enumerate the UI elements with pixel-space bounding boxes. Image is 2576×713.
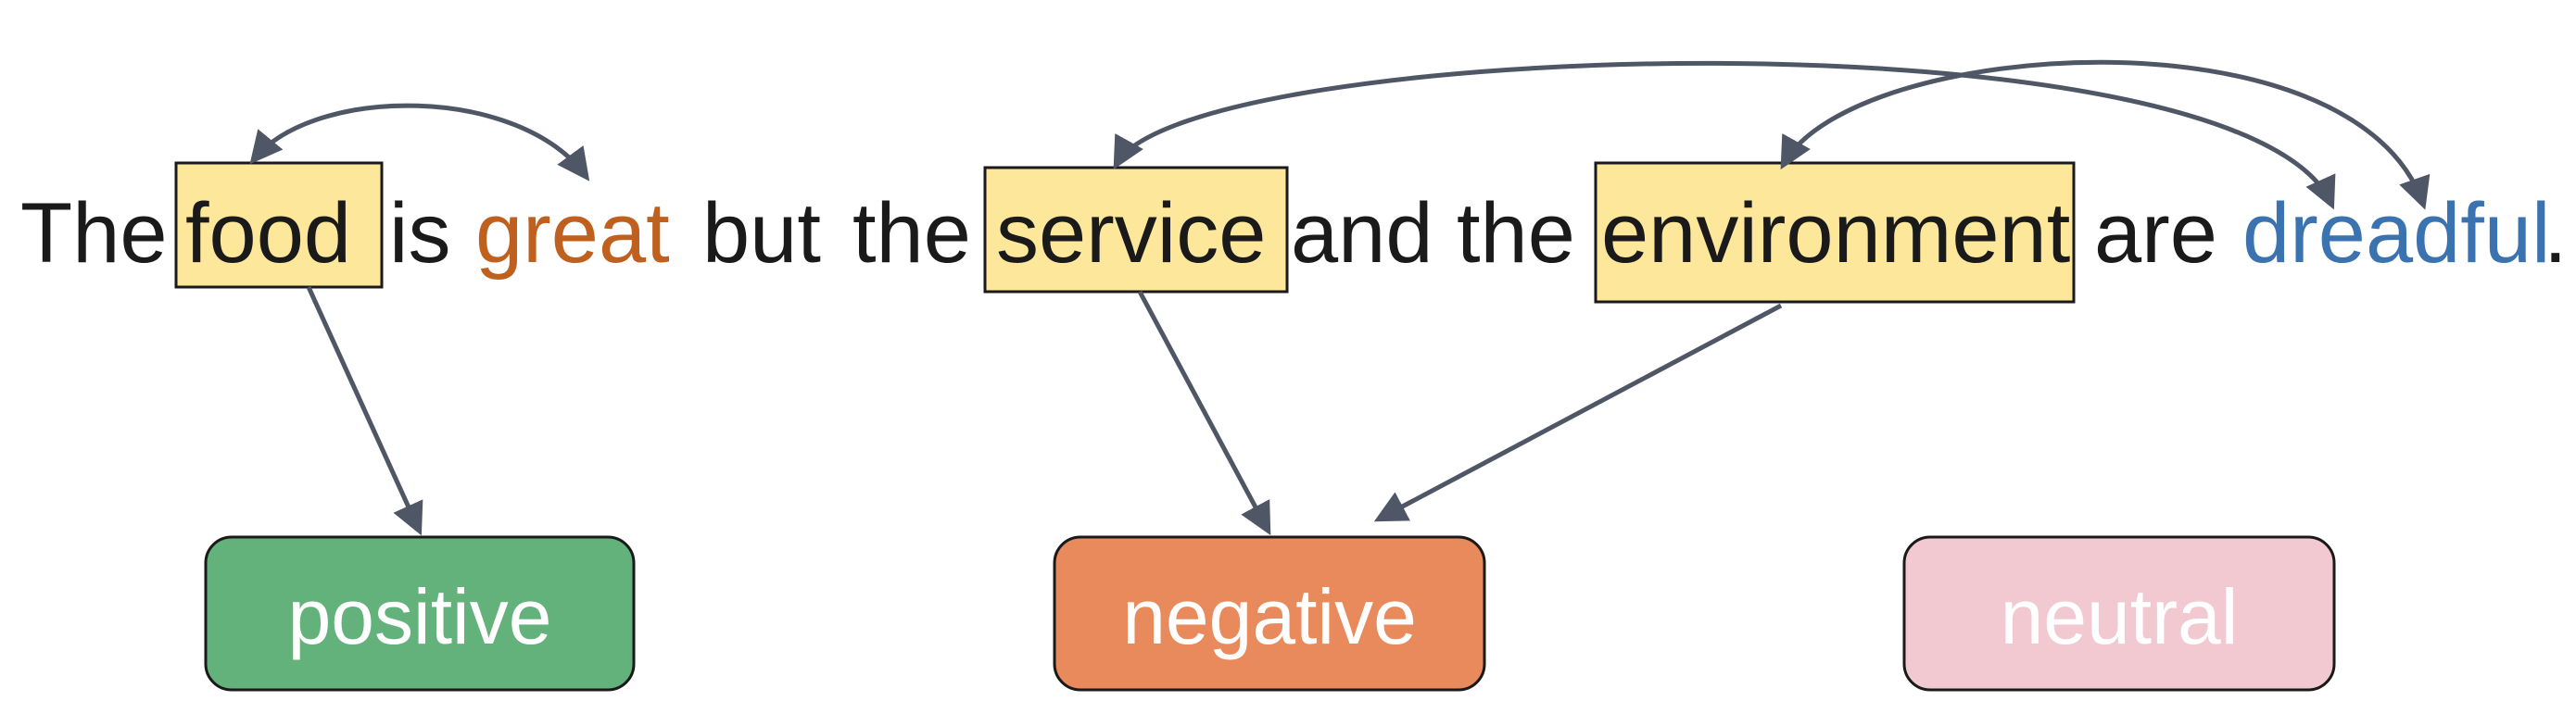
- word-and: and: [1291, 186, 1433, 281]
- sentiment-negative: negative: [1053, 535, 1486, 692]
- word-is: is: [389, 186, 450, 281]
- arrow-service-negative: [1137, 290, 1271, 536]
- arrow-food-positive: [306, 285, 423, 536]
- arc-food-great: [249, 103, 590, 181]
- word-period: .: [2544, 186, 2568, 281]
- word-the-2: the: [852, 186, 971, 281]
- word-dreadful: dreadful: [2242, 186, 2550, 281]
- word-food: food: [185, 186, 351, 281]
- word-great: great: [475, 186, 670, 281]
- aspect-box-food: [174, 161, 384, 289]
- word-the-3: the: [1457, 186, 1575, 281]
- sentiment-negative-label: negative: [1122, 573, 1417, 660]
- word-are: are: [2094, 186, 2217, 281]
- word-environment: environment: [1601, 186, 2070, 281]
- word-service: service: [996, 186, 1266, 281]
- sentiment-positive: positive: [204, 535, 636, 692]
- arc-service-dreadful: [1113, 60, 2336, 210]
- sentiment-positive-label: positive: [288, 573, 552, 660]
- arc-environment-dreadful: [1780, 59, 2431, 210]
- word-but: but: [702, 186, 821, 281]
- arrow-environment-negative: [1373, 303, 1783, 522]
- sentiment-neutral: neutral: [1902, 535, 2336, 692]
- word-the-1: The: [20, 186, 168, 281]
- sentiment-neutral-label: neutral: [2001, 573, 2239, 660]
